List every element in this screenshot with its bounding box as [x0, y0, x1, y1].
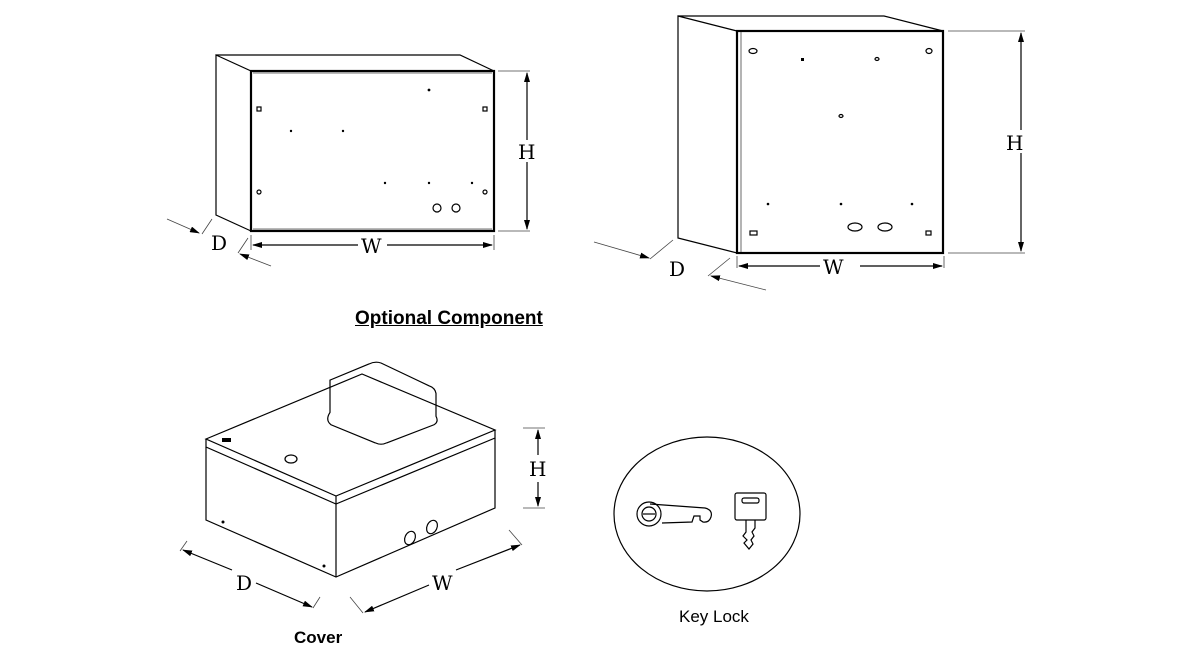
height-label: H: [1006, 131, 1023, 155]
dimension-height: H: [948, 30, 1025, 254]
dimension-height: H: [523, 427, 546, 509]
cover-lock-hole: [284, 454, 298, 464]
cover-body: [204, 361, 497, 578]
cover-marking: [222, 438, 231, 442]
enclosure-body: [215, 54, 496, 233]
dimension-width: W: [349, 529, 523, 614]
side-panel: [677, 15, 738, 254]
cover-window: [327, 361, 438, 445]
enclosure-wide: H W D: [166, 54, 535, 267]
dimension-depth: D: [166, 218, 272, 267]
enclosure-tall: H W D: [593, 15, 1025, 291]
width-label: W: [823, 255, 844, 279]
key-icon: [734, 492, 767, 550]
dimension-depth: D: [593, 239, 767, 291]
key-lock-drawing: [613, 436, 801, 592]
mounting-holes: [748, 47, 933, 236]
front-panel: [735, 29, 945, 255]
cover-caption: Cover: [294, 628, 343, 647]
dimension-width: W: [250, 234, 495, 258]
dimension-height: H: [498, 70, 535, 232]
dimension-width: W: [736, 255, 945, 279]
cam-lock-icon: [636, 501, 712, 527]
key-lock-circle-frame: [613, 436, 801, 592]
depth-label: D: [669, 257, 685, 281]
width-label: W: [432, 571, 453, 595]
height-label: H: [518, 140, 535, 164]
optional-component-heading: Optional Component: [355, 308, 543, 329]
enclosure-body: [677, 15, 945, 255]
depth-label: D: [236, 571, 252, 595]
height-label: H: [529, 457, 546, 481]
key-lock-caption: Key Lock: [679, 607, 749, 626]
width-label: W: [361, 234, 382, 258]
cover-lid: [204, 373, 497, 497]
side-panel: [215, 54, 252, 232]
mounting-holes: [256, 88, 488, 213]
front-panel: [249, 69, 496, 233]
cover-drawing: H D W: [179, 361, 546, 614]
dimension-depth: D: [179, 540, 321, 609]
depth-label: D: [211, 231, 227, 255]
